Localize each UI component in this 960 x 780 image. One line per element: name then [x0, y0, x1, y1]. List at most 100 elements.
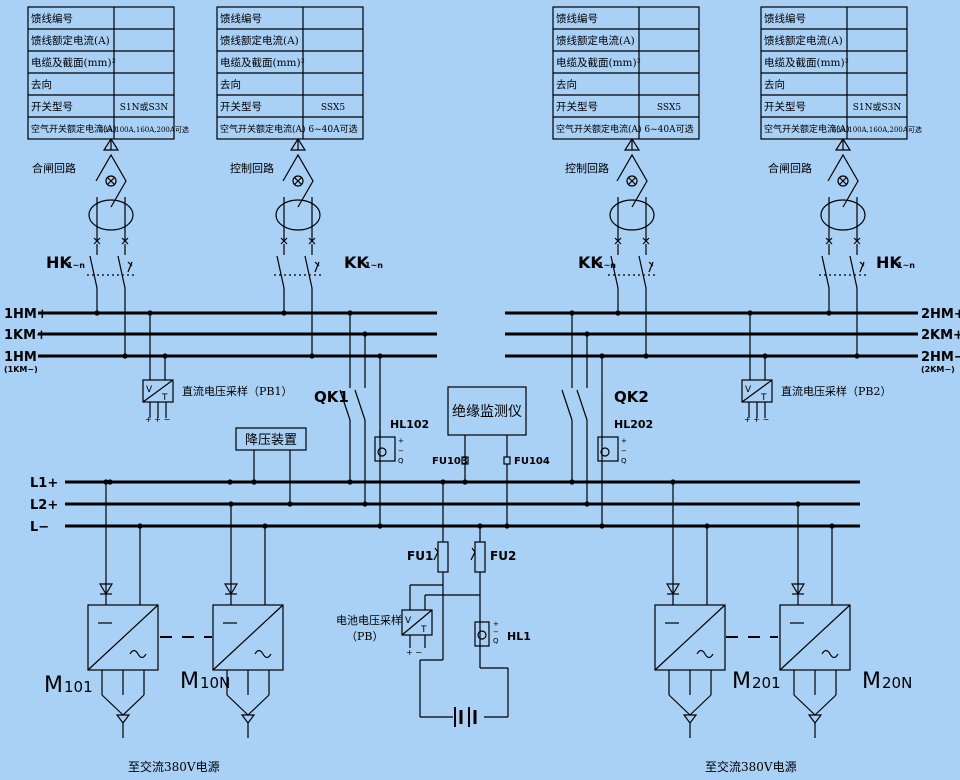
rectifier-module-1: [87, 479, 159, 738]
junction-dot: [584, 331, 590, 337]
battery-branch: V T + − + − Q: [401, 482, 509, 727]
junction-dot: [377, 523, 383, 529]
svg-text:+: +: [493, 620, 499, 628]
bus-label-2hm-minus: 2HM−: [921, 350, 960, 365]
bus-label-1hm: 1HM+: [4, 307, 48, 322]
junction-dot: [287, 501, 293, 507]
junction-dot: [584, 501, 590, 507]
bus-label-1km: 1KM+: [4, 328, 47, 343]
feeder-table-3-row-2-label: 馈线额定电流(A): [556, 34, 635, 47]
step-down-box: [235, 427, 307, 451]
circuit-label-1: 合闸回路: [32, 161, 76, 175]
feeder-table-4-row-5-value: S1N或S3N: [853, 101, 902, 113]
feeder-branches: [87, 137, 867, 359]
feeder-table-3-row-6-label: 空气开关额定电流(A): [556, 123, 642, 135]
junction-dot: [599, 523, 605, 529]
upper-bus-right: [505, 311, 918, 358]
svg-text:V: V: [405, 616, 412, 626]
fu104-fuse: [503, 456, 511, 465]
junction-dot: [227, 479, 233, 485]
feeder-table-1-row-5-value: S1N或S3N: [120, 101, 169, 113]
junction-dot: [107, 479, 113, 485]
qk2-switch: [561, 313, 603, 526]
svg-text:+: +: [398, 437, 404, 445]
circuit-label-2: 控制回路: [230, 161, 274, 175]
upper-bus-left: [38, 311, 437, 358]
circuit-label-4: 合闸回路: [768, 161, 812, 175]
lamp-icon: [292, 175, 304, 187]
hl1-label: HL1: [507, 630, 531, 643]
junction-dot: [162, 353, 168, 359]
bus-label-l1: L1+: [30, 476, 58, 491]
svg-text:V: V: [745, 385, 752, 395]
switch-hk-left: HK 1~n: [46, 253, 85, 272]
qk2-label: QK2: [614, 388, 649, 406]
diode-icon: [665, 583, 681, 596]
feeder-table-2-row-4-label: 去向: [220, 78, 241, 91]
junction-dot: [347, 479, 353, 485]
fu1-label: FU1: [407, 549, 433, 563]
svg-text:−: −: [398, 447, 404, 455]
ac-source-left: 至交流380V电源: [128, 759, 220, 774]
feeder-table-2-row-6-label: 空气开关额定电流(A): [220, 123, 306, 135]
junction-dot: [462, 479, 468, 485]
diode-icon: [790, 583, 806, 596]
voltage-sampling-pb2: V T + + −: [741, 313, 773, 424]
junction-dot: [440, 479, 446, 485]
junction-dot: [504, 523, 510, 529]
battery-sampling-label: 电池电压采样: [336, 613, 402, 627]
hl102-indicator: + − Q: [374, 430, 404, 465]
feeder-table-4-row-6-value: 63A,100A,160A,200A可选: [832, 125, 922, 134]
switch-hk-right: HK 1~n: [876, 253, 915, 272]
feeder-table-3-row-5-label: 开关型号: [556, 100, 598, 113]
main-bus: [65, 480, 860, 528]
feeder-table-1-row-6-value: 63A,100A,160A,200A可选: [99, 125, 189, 134]
svg-text:HK: HK: [46, 253, 72, 272]
insulation-monitor-box: [447, 386, 527, 436]
ac-wave-icon: [696, 649, 714, 659]
feeder-table-2-row-6-value: 6~40A可选: [308, 123, 357, 135]
lamp-icon: [105, 175, 117, 187]
svg-text:M: M: [732, 669, 751, 694]
bus-label-l2: L2+: [30, 498, 58, 513]
circuit-label-3: 控制回路: [565, 161, 609, 175]
feeder-table-1-row-3-label: 电缆及截面(mm)²: [31, 56, 116, 69]
feeder-table-3-row-6-value: 6~40A可选: [644, 123, 693, 135]
bus-label-1hm-minus: 1HM−: [4, 350, 48, 365]
svg-text:KK: KK: [578, 253, 603, 272]
junction-dot: [599, 353, 605, 359]
junction-dot: [347, 310, 353, 316]
bus-label-2hm: 2HM+: [921, 307, 960, 322]
feeder-table-4-row-6-label: 空气开关额定电流(A): [764, 123, 850, 135]
feeder-table-4-row-5-label: 开关型号: [764, 100, 806, 113]
battery-sampling-pb-label: （PB）: [346, 630, 384, 643]
svg-text:+ + −: + + −: [145, 415, 170, 424]
svg-text:201: 201: [752, 674, 781, 692]
rectifier-module-4: [779, 501, 851, 738]
junction-dot: [477, 523, 483, 529]
current-transformer-icon: [275, 199, 321, 231]
rectifier-modules: [87, 479, 851, 738]
diode-icon: [223, 583, 239, 596]
feeder-branch-4: [819, 137, 867, 359]
diode-icon: [98, 583, 114, 596]
svg-text:V: V: [146, 385, 153, 395]
junction-dot: [362, 331, 368, 337]
feeder-table-1-row-2-label: 馈线额定电流(A): [31, 34, 110, 47]
qk1-label: QK1: [314, 388, 349, 406]
svg-text:1~n: 1~n: [897, 261, 915, 270]
ac-source-right: 至交流380V电源: [705, 759, 797, 774]
feeder-table-2-row-5-label: 开关型号: [220, 100, 262, 113]
voltage-sampling-pb1-label: 直流电压采样（PB1）: [182, 384, 292, 398]
rectifier-module-2: [212, 501, 284, 738]
svg-text:HK: HK: [876, 253, 902, 272]
svg-text:T: T: [161, 393, 168, 403]
fu104-label: FU104: [514, 456, 550, 467]
feeder-table-1-row-5-label: 开关型号: [31, 100, 73, 113]
